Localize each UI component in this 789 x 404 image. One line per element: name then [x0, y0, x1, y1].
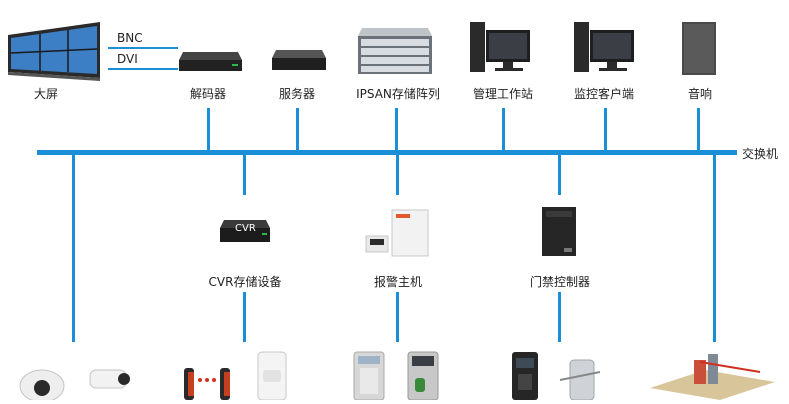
connector-door-bottom	[558, 292, 561, 342]
cvr-label: CVR存储设备	[208, 275, 282, 289]
connector-alarm-host	[396, 155, 399, 195]
door-controller-label: 门禁控制器	[529, 275, 591, 289]
cvr-badge: CVR	[235, 223, 256, 234]
connector-workstation	[502, 108, 505, 152]
connector-server	[296, 108, 299, 152]
client-label: 监控客户端	[573, 87, 635, 101]
dvi-line	[108, 68, 178, 70]
connector-speaker	[697, 108, 700, 152]
alarm-host-label: 报警主机	[373, 275, 423, 289]
connector-door-controller	[558, 155, 561, 195]
bnc-label: BNC	[117, 31, 143, 45]
connector-client	[604, 108, 607, 152]
client-computer-icon	[574, 22, 634, 72]
connector-parking	[713, 155, 716, 342]
connector-cvr-bottom	[243, 292, 246, 342]
server-icon	[272, 50, 326, 70]
decoder-label: 解码器	[189, 87, 227, 101]
alarm-host-icon	[365, 209, 429, 257]
connector-cvr	[243, 155, 246, 195]
storage-array-icon	[358, 28, 432, 74]
video-wall-icon	[8, 22, 100, 81]
speaker-label: 音响	[687, 87, 713, 101]
speaker-icon	[682, 22, 716, 75]
turnstile-icon	[512, 352, 601, 401]
alarm-sensors-icon	[184, 351, 287, 401]
connector-ipsan	[395, 108, 398, 152]
decoder-icon	[179, 52, 242, 71]
workstation-icon	[470, 22, 530, 72]
access-readers-icon	[353, 351, 439, 401]
ipsan-label: IPSAN存储阵列	[356, 87, 440, 101]
dvi-label: DVI	[117, 52, 138, 66]
switch-label: 交换机	[742, 147, 779, 161]
ip-camera-icon	[19, 369, 130, 403]
parking-system-icon	[650, 354, 775, 400]
connector-alarm-bottom	[396, 292, 399, 342]
connector-camera	[72, 155, 75, 342]
workstation-label: 管理工作站	[472, 87, 534, 101]
connector-decoder	[207, 108, 210, 152]
door-controller-icon	[542, 207, 576, 256]
bnc-line	[108, 47, 178, 49]
video-wall-label: 大屏	[33, 87, 59, 101]
switch-bus	[37, 150, 737, 155]
cvr-icon	[220, 220, 270, 242]
server-label: 服务器	[278, 87, 316, 101]
